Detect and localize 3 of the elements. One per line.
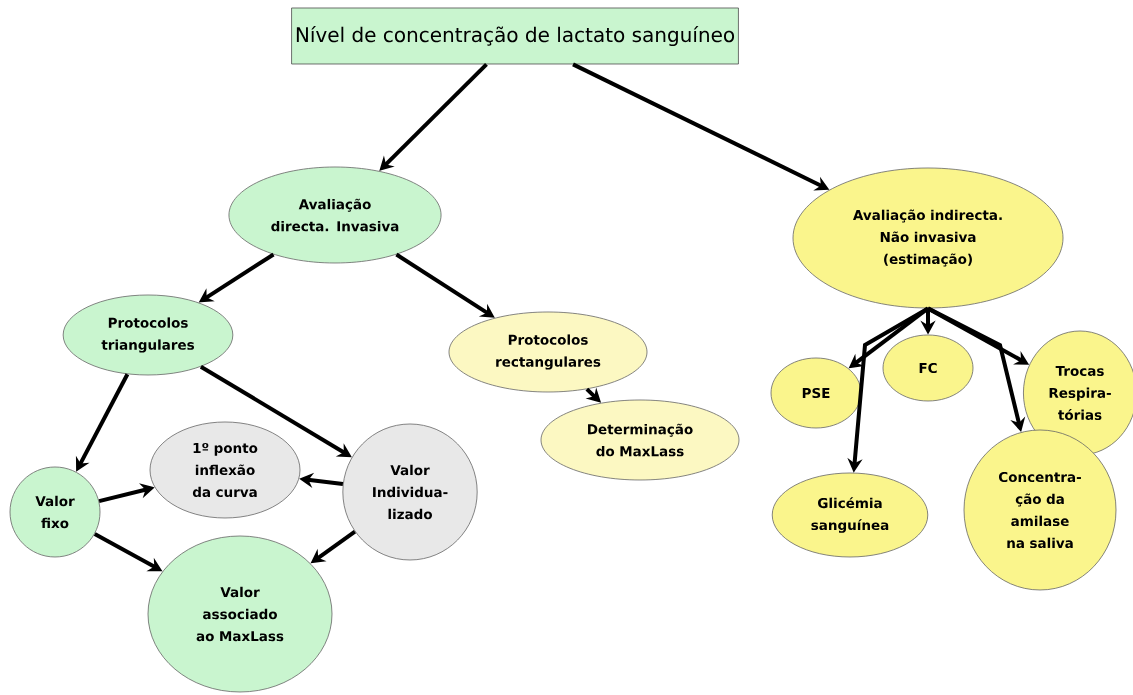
arrow <box>379 62 488 171</box>
title-box: Nível de concentração de lactato sanguíneo <box>291 7 739 65</box>
node-label: Trocas Respira- tórias <box>1049 365 1111 421</box>
